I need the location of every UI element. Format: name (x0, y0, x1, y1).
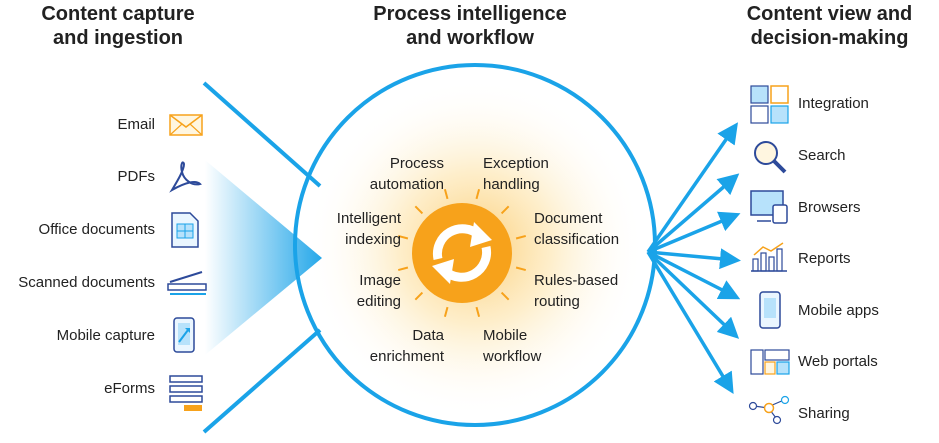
process-exception-handling: Exception handling (483, 155, 549, 193)
monitor-icon (750, 190, 788, 224)
center-ray-4 (443, 306, 449, 318)
center-ray-5 (414, 291, 424, 301)
funnel-line-bottom (202, 328, 322, 434)
output-arrow-7 (646, 251, 734, 394)
output-label-sharing: Sharing (798, 405, 850, 422)
center-core (412, 203, 512, 303)
portal-icon (750, 349, 790, 375)
process-intelligent-indexing: Intelligent indexing (336, 210, 401, 248)
center-ray-12 (515, 234, 527, 240)
output-arrow-6 (646, 250, 740, 339)
input-label-scanned: Scanned documents (18, 274, 155, 291)
process-data-enrichment: Data enrichment (369, 327, 444, 365)
scanner-icon (167, 271, 207, 295)
share-icon (748, 395, 790, 425)
center-ray-10 (475, 188, 481, 200)
output-arrows (646, 122, 741, 394)
output-label-browsers: Browsers (798, 199, 861, 216)
mobile-icon (759, 291, 781, 329)
center-rays (397, 188, 527, 318)
process-automation: Process automation (369, 155, 444, 193)
magnifier-icon (754, 141, 787, 174)
process-column-title: Process intelligence and workflow (373, 3, 567, 49)
process-rules-based-routing: Rules-based routing (534, 272, 619, 310)
center-ray-2 (500, 291, 510, 301)
chart-icon (751, 242, 787, 272)
center-ray-7 (397, 234, 409, 240)
input-label-mobile-capture: Mobile capture (56, 327, 155, 344)
form-icon (169, 375, 203, 411)
pdf-icon (169, 161, 202, 193)
output-arrow-5 (647, 250, 741, 300)
center-ray-9 (443, 188, 449, 200)
center-ray-8 (414, 205, 424, 215)
process-mobile-workflow: Mobile workflow (483, 327, 542, 365)
funnel-line-top (202, 81, 322, 188)
envelope-icon (169, 114, 203, 136)
input-label-email: Email (117, 116, 155, 133)
center-ray-6 (397, 266, 409, 272)
center-ray-3 (475, 306, 481, 318)
center-ray-11 (500, 205, 510, 215)
puzzle-icon (750, 85, 789, 124)
document-icon (171, 212, 199, 248)
input-column-title: Content capture and ingestion (41, 3, 195, 49)
process-image-editing: Image editing (356, 272, 401, 310)
output-arrow-4 (647, 248, 741, 270)
input-label-pdfs: PDFs (117, 168, 156, 185)
output-arrow-3 (647, 211, 741, 254)
output-arrow-2 (646, 173, 740, 254)
output-label-web-portals: Web portals (798, 353, 878, 370)
output-label-integration: Integration (798, 95, 869, 112)
output-label-reports: Reports (798, 250, 851, 267)
output-arrow-1 (646, 122, 738, 253)
intake-funnel (205, 160, 322, 355)
refresh-icon (432, 222, 492, 284)
input-label-eforms: eForms (104, 380, 155, 397)
output-column-title: Content view and decision-making (746, 3, 913, 49)
process-document-classification: Document classification (534, 210, 620, 248)
center-ray-1 (515, 266, 527, 272)
input-label-office: Office documents (38, 221, 155, 238)
phone-capture-icon (173, 317, 195, 353)
output-label-search: Search (798, 147, 846, 164)
output-label-mobile-apps: Mobile apps (798, 302, 879, 319)
